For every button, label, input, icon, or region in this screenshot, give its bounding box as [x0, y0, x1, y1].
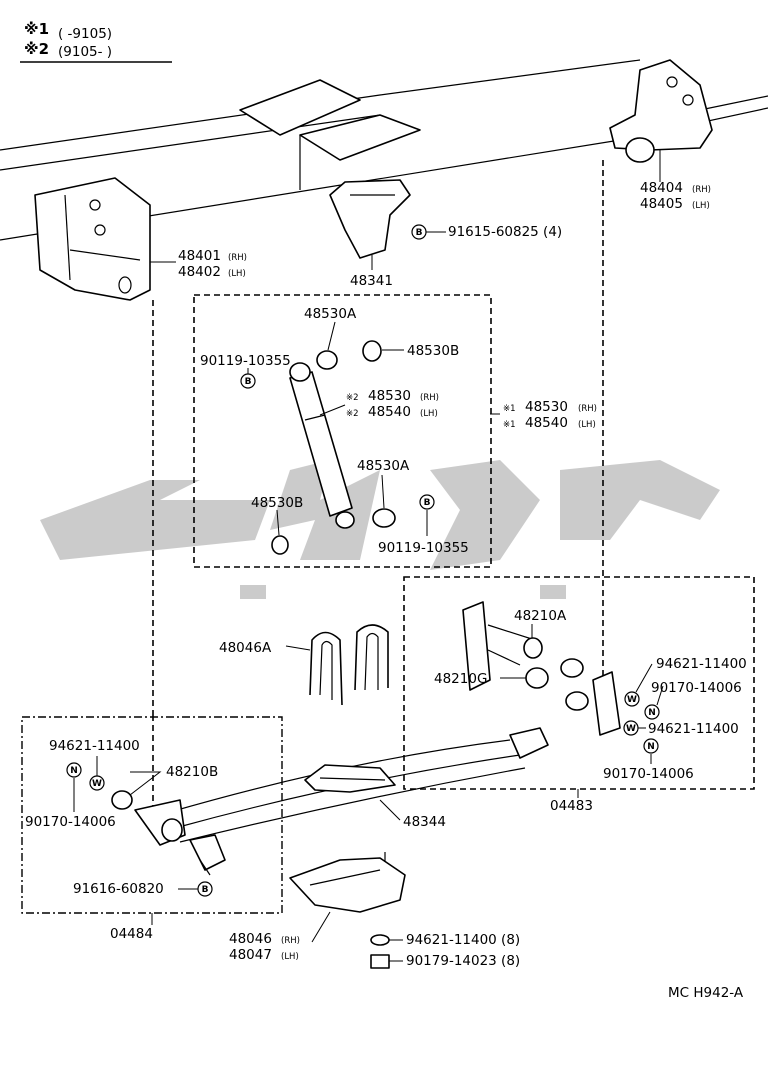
- note2-mark: ※2: [24, 40, 49, 58]
- guide-lines: [152, 160, 604, 820]
- bolt-symbol: [419, 494, 435, 510]
- label-48401: 48401: [178, 248, 221, 264]
- label-48530-rh2-side: (RH): [420, 393, 439, 403]
- spring-seat-48344: [304, 764, 396, 793]
- label-48404: 48404: [640, 180, 683, 196]
- nut-symbol: [644, 704, 660, 720]
- bracket-48341: [329, 179, 411, 259]
- label-90170-r2: 90170-14006: [603, 766, 694, 782]
- label-48530A-top: 48530A: [304, 306, 357, 322]
- label-note1-mark-b: ※1: [503, 420, 516, 430]
- spring-hanger-group-04483: [403, 576, 755, 790]
- label-48530A-bot: 48530A: [357, 458, 410, 474]
- label-48530-rh2: 48530: [368, 388, 411, 404]
- label-note2-mark-a: ※2: [346, 393, 359, 403]
- label-91616: 91616-60820: [73, 881, 164, 897]
- bottom-fasteners: [370, 934, 390, 969]
- label-note1-mark-a: ※1: [503, 404, 516, 414]
- label-48530-rh1-side: (RH): [578, 404, 597, 414]
- label-48210G: 48210G: [434, 671, 487, 687]
- nut-symbol-text: N: [647, 742, 655, 752]
- fastener-symbols: B B B W N W N N W B: [66, 224, 660, 897]
- bolt-symbol-text: B: [424, 498, 431, 508]
- label-48401-side: (RH): [228, 253, 247, 263]
- washer-symbol-text: W: [626, 724, 636, 734]
- label-94621-b: 94621-11400 (8): [406, 932, 520, 948]
- label-48046A: 48046A: [219, 640, 272, 656]
- bolt-symbol-text: B: [416, 228, 423, 238]
- watermark-logo: [40, 460, 720, 599]
- header-notes: ※1 ( -9105) ※2 (9105- ): [20, 20, 172, 63]
- bolt-symbol-text: B: [245, 377, 252, 387]
- footer-code: MC H942-A: [668, 985, 744, 1001]
- label-48402: 48402: [178, 264, 221, 280]
- washer-symbol-text: W: [92, 779, 102, 789]
- note1-range: ( -9105): [58, 26, 112, 42]
- label-48047: 48047: [229, 947, 272, 963]
- label-04483: 04483: [550, 798, 593, 814]
- washer-symbol: [624, 691, 640, 707]
- frame-rails: [0, 59, 768, 241]
- label-90179-b: 90179-14023 (8): [406, 953, 520, 969]
- label-90119-top: 90119-10355: [200, 353, 291, 369]
- note1-mark: ※1: [24, 20, 49, 38]
- label-48530-rh1: 48530: [525, 399, 568, 415]
- nut-symbol: [66, 762, 82, 778]
- axle-plate-48046: [289, 852, 406, 913]
- label-48047-side: (LH): [281, 952, 299, 962]
- label-48530B-top: 48530B: [407, 343, 459, 359]
- label-94621-l: 94621-11400: [49, 738, 140, 754]
- label-90170-l: 90170-14006: [25, 814, 116, 830]
- leader-lines: [73, 150, 664, 962]
- label-48210B: 48210B: [166, 764, 218, 780]
- label-48540-lh1: 48540: [525, 415, 568, 431]
- label-48405-side: (LH): [692, 201, 710, 211]
- label-91615: 91615-60825 (4): [448, 224, 562, 240]
- label-48341: 48341: [350, 273, 393, 289]
- label-90170-r1: 90170-14006: [651, 680, 742, 696]
- part-labels: 48401 (RH) 48402 (LH) 48341 91615-60825 …: [25, 180, 747, 969]
- label-94621-r2: 94621-11400: [648, 721, 739, 737]
- label-48530B-bot: 48530B: [251, 495, 303, 511]
- bracket-48401: [34, 177, 151, 301]
- shock-absorber-group: [193, 294, 492, 568]
- u-bolts: [309, 624, 389, 706]
- washer-symbol-text: W: [627, 695, 637, 705]
- label-note2-mark-b: ※2: [346, 409, 359, 419]
- label-48540-lh1-side: (LH): [578, 420, 596, 430]
- label-94621-r1: 94621-11400: [656, 656, 747, 672]
- nut-symbol-text: N: [648, 708, 656, 718]
- label-90119-bot: 90119-10355: [378, 540, 469, 556]
- label-48540-lh2: 48540: [368, 404, 411, 420]
- label-48344: 48344: [403, 814, 446, 830]
- bolt-symbol-text: B: [202, 885, 209, 895]
- label-48402-side: (LH): [228, 269, 246, 279]
- note2-range: (9105- ): [58, 44, 112, 60]
- label-48046-side: (RH): [281, 936, 300, 946]
- label-48210A: 48210A: [514, 608, 567, 624]
- nut-symbol: [643, 738, 659, 754]
- label-48540-lh2-side: (LH): [420, 409, 438, 419]
- label-48046: 48046: [229, 931, 272, 947]
- label-48404-side: (RH): [692, 185, 711, 195]
- nut-symbol-text: N: [70, 766, 78, 776]
- shackle-group-04484: [21, 716, 283, 914]
- label-04484: 04484: [110, 926, 153, 942]
- label-48405: 48405: [640, 196, 683, 212]
- bracket-48404: [609, 59, 713, 163]
